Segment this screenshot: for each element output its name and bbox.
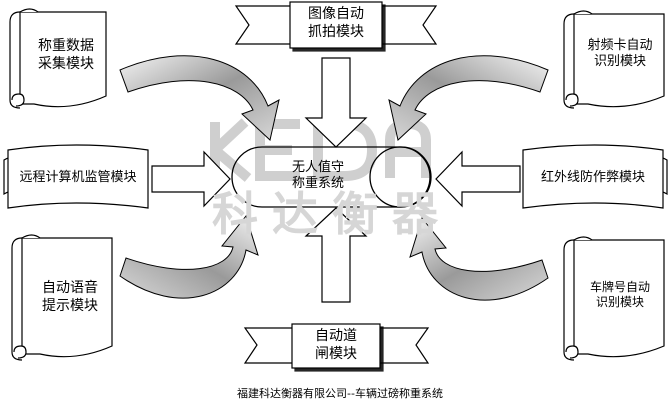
module-image-capture: 图像自动 抓拍模块 xyxy=(308,6,364,40)
footer-caption: 福建科达衡器有限公司--车辆过磅称重系统 xyxy=(237,387,443,400)
scroll-bottom-left xyxy=(11,234,113,361)
arrow-top xyxy=(304,57,368,148)
banner-left xyxy=(3,144,149,209)
module-rfid-recognition: 射频卡自动 识别模块 xyxy=(587,38,653,70)
banner-top xyxy=(234,1,438,49)
module-infrared-anticheat: 红外线防作弊模块 xyxy=(540,170,645,185)
banner-right xyxy=(522,144,668,209)
watermark-chinese: 科达衡器 xyxy=(212,187,452,241)
arrow-left xyxy=(151,150,231,208)
arrow-right xyxy=(435,150,521,208)
scroll-bottom-right xyxy=(563,236,665,361)
module-plate-recognition: 车牌号自动 识别模块 xyxy=(589,280,650,309)
scroll-top-right xyxy=(563,10,665,109)
scroll-top-left xyxy=(9,8,107,109)
curved-arrow-bottom-left xyxy=(119,214,259,299)
curved-arrow-top-left xyxy=(119,55,280,141)
banner-bottom xyxy=(243,323,430,369)
curved-arrow-bottom-right xyxy=(409,216,549,301)
arrow-bottom xyxy=(304,207,368,303)
center-system-oval xyxy=(231,146,432,208)
module-remote-monitoring: 远程计算机监管模块 xyxy=(19,170,137,185)
module-auto-barrier: 自动道 闸模块 xyxy=(315,328,357,362)
curved-arrow-top-right xyxy=(388,55,549,141)
center-system-label: 无人值守 称重系统 xyxy=(291,160,344,192)
module-weighing-data: 称重数据 采集模块 xyxy=(38,38,94,72)
module-voice-prompt: 自动语音 提示模块 xyxy=(42,280,98,314)
